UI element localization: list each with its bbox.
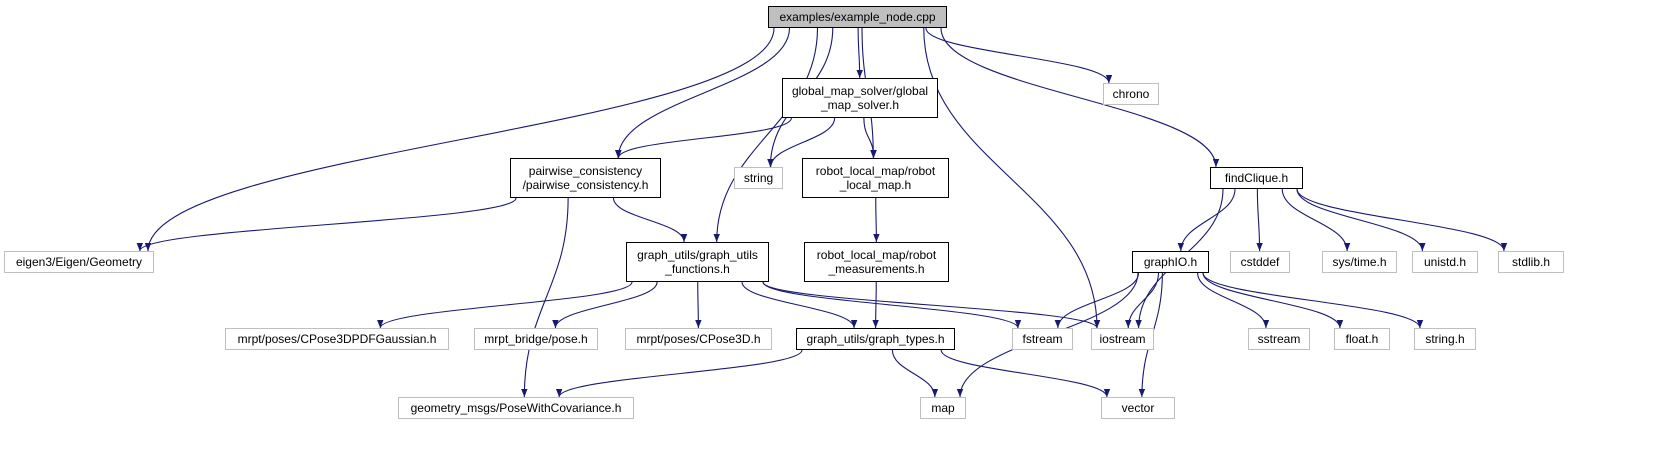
edge-fc-to-stdlib	[1296, 188, 1508, 252]
node-label: robot_local_map/robot	[815, 164, 936, 178]
edge-guf-to-iostream	[762, 281, 1101, 329]
node-label: string.h	[1425, 332, 1465, 346]
node-label: chrono	[1112, 87, 1150, 101]
node-label: findClique.h	[1224, 171, 1289, 185]
node-cpose3dpdfgaussian-h: mrpt/poses/CPose3DPDFGaussian.h	[225, 328, 449, 350]
node-label: eigen3/Eigen/Geometry	[15, 255, 143, 269]
node-label: _functions.h	[665, 262, 730, 276]
edge-gio-to-stringh	[1202, 272, 1424, 329]
edge-gms-to-rlm	[863, 117, 877, 159]
edge-pc-to-gmsg	[521, 197, 569, 398]
node-float-h: float.h	[1334, 328, 1390, 350]
node-fstream: fstream	[1012, 328, 1073, 350]
edge-root-to-pc	[614, 27, 791, 159]
node-label: examples/example_node.cpp	[779, 10, 936, 24]
node-map: map	[920, 397, 966, 419]
node-sys-time-h: sys/time.h	[1322, 251, 1397, 273]
node-pairwise-consistency-h[interactable]: pairwise_consistency/pairwise_consistenc…	[510, 158, 661, 198]
edge-gio-to-fstream	[1054, 272, 1140, 329]
node-string-h: string.h	[1414, 328, 1476, 350]
node-robot-local-map-h[interactable]: robot_local_map/robot_local_map.h	[802, 158, 949, 198]
node-label: geometry_msgs/PoseWithCovariance.h	[410, 401, 622, 415]
node-sstream: sstream	[1248, 328, 1310, 350]
node-label: unistd.h	[1423, 255, 1467, 269]
node-label: global_map_solver/global	[791, 84, 929, 98]
node-unistd-h: unistd.h	[1412, 251, 1478, 273]
edge-root-to-guf	[713, 27, 819, 243]
node-label: sys/time.h	[1332, 255, 1387, 269]
node-stdlib-h: stdlib.h	[1498, 251, 1564, 273]
node-label: sstream	[1257, 332, 1301, 346]
edge-guf-to-c3dpdf	[377, 281, 633, 329]
edge-root-to-iostream	[923, 27, 1101, 329]
node-cpose3d-h: mrpt/poses/CPose3D.h	[625, 328, 772, 350]
edge-guf-to-c3d	[695, 281, 702, 329]
node-label: stdlib.h	[1511, 255, 1551, 269]
node-graphio-h[interactable]: graphIO.h	[1132, 251, 1209, 273]
node-label: robot_local_map/robot	[816, 248, 937, 262]
node-label: mrpt/poses/CPose3D.h	[636, 332, 761, 346]
edge-gt-to-map	[891, 349, 939, 398]
node-label: pairwise_consistency	[528, 164, 643, 178]
node-iostream: iostream	[1091, 328, 1154, 350]
edge-rlm-to-rm	[873, 197, 880, 243]
node-cstddef: cstddef	[1230, 251, 1290, 273]
node-global-map-solver-h[interactable]: global_map_solver/global_map_solver.h	[782, 78, 938, 118]
node-label: map	[931, 401, 955, 415]
edge-rm-to-gt	[872, 281, 879, 329]
node-pose-with-covariance-h: geometry_msgs/PoseWithCovariance.h	[398, 397, 634, 419]
edge-root-to-gms	[856, 27, 863, 79]
node-eigen-geometry: eigen3/Eigen/Geometry	[4, 251, 154, 273]
edge-gio-to-float	[1202, 272, 1344, 329]
edge-gt-to-vector	[940, 349, 1111, 398]
edge-fc-to-cstddef	[1256, 188, 1263, 252]
node-label: /pairwise_consistency.h	[522, 178, 649, 192]
edge-fc-to-gio	[1177, 188, 1236, 252]
edge-guf-to-gt	[741, 281, 858, 329]
node-label: vector	[1121, 401, 1155, 415]
edge-guf-to-fstream	[762, 281, 1022, 329]
edge-gt-to-gmsg	[556, 349, 803, 398]
edge-root-to-fc	[940, 27, 1220, 168]
node-label: graph_utils/graph_types.h	[806, 332, 945, 346]
node-label: cstddef	[1240, 255, 1280, 269]
edge-root-to-eigen	[144, 27, 775, 252]
node-label: fstream	[1022, 332, 1063, 346]
node-label: mrpt/poses/CPose3DPDFGaussian.h	[237, 332, 437, 346]
edge-gms-to-pc	[615, 117, 792, 159]
node-string: string	[734, 167, 783, 189]
node-label: _local_map.h	[839, 178, 912, 192]
node-example-node-cpp[interactable]: examples/example_node.cpp	[768, 6, 947, 28]
node-graph-utils-functions-h[interactable]: graph_utils/graph_utils_functions.h	[626, 242, 769, 282]
node-label: float.h	[1345, 332, 1379, 346]
node-robot-measurements-h[interactable]: robot_local_map/robot_measurements.h	[804, 242, 949, 282]
edge-gio-to-sstream	[1197, 272, 1270, 329]
node-mrpt-bridge-pose-h: mrpt_bridge/pose.h	[474, 328, 598, 350]
node-vector: vector	[1101, 397, 1175, 419]
edge-pc-to-eigen	[136, 197, 517, 252]
edge-guf-to-mbp	[552, 281, 658, 329]
node-label: _measurements.h	[828, 262, 925, 276]
edge-root-to-chrono	[925, 27, 1113, 84]
edge-fc-to-systime	[1281, 188, 1351, 252]
node-label: graphIO.h	[1143, 255, 1198, 269]
edge-gio-to-iostream	[1125, 272, 1160, 329]
node-findclique-h[interactable]: findClique.h	[1210, 167, 1303, 189]
edge-fc-to-unistd	[1296, 188, 1426, 252]
edge-gms-to-string	[767, 117, 836, 168]
node-label: _map_solver.h	[820, 98, 900, 112]
edge-pc-to-guf	[612, 197, 688, 243]
node-graph-types-h[interactable]: graph_utils/graph_types.h	[796, 328, 955, 350]
node-label: iostream	[1099, 332, 1146, 346]
node-label: string	[743, 171, 774, 185]
node-label: mrpt_bridge/pose.h	[484, 332, 588, 346]
node-label: graph_utils/graph_utils	[637, 248, 758, 262]
node-chrono: chrono	[1103, 83, 1159, 105]
